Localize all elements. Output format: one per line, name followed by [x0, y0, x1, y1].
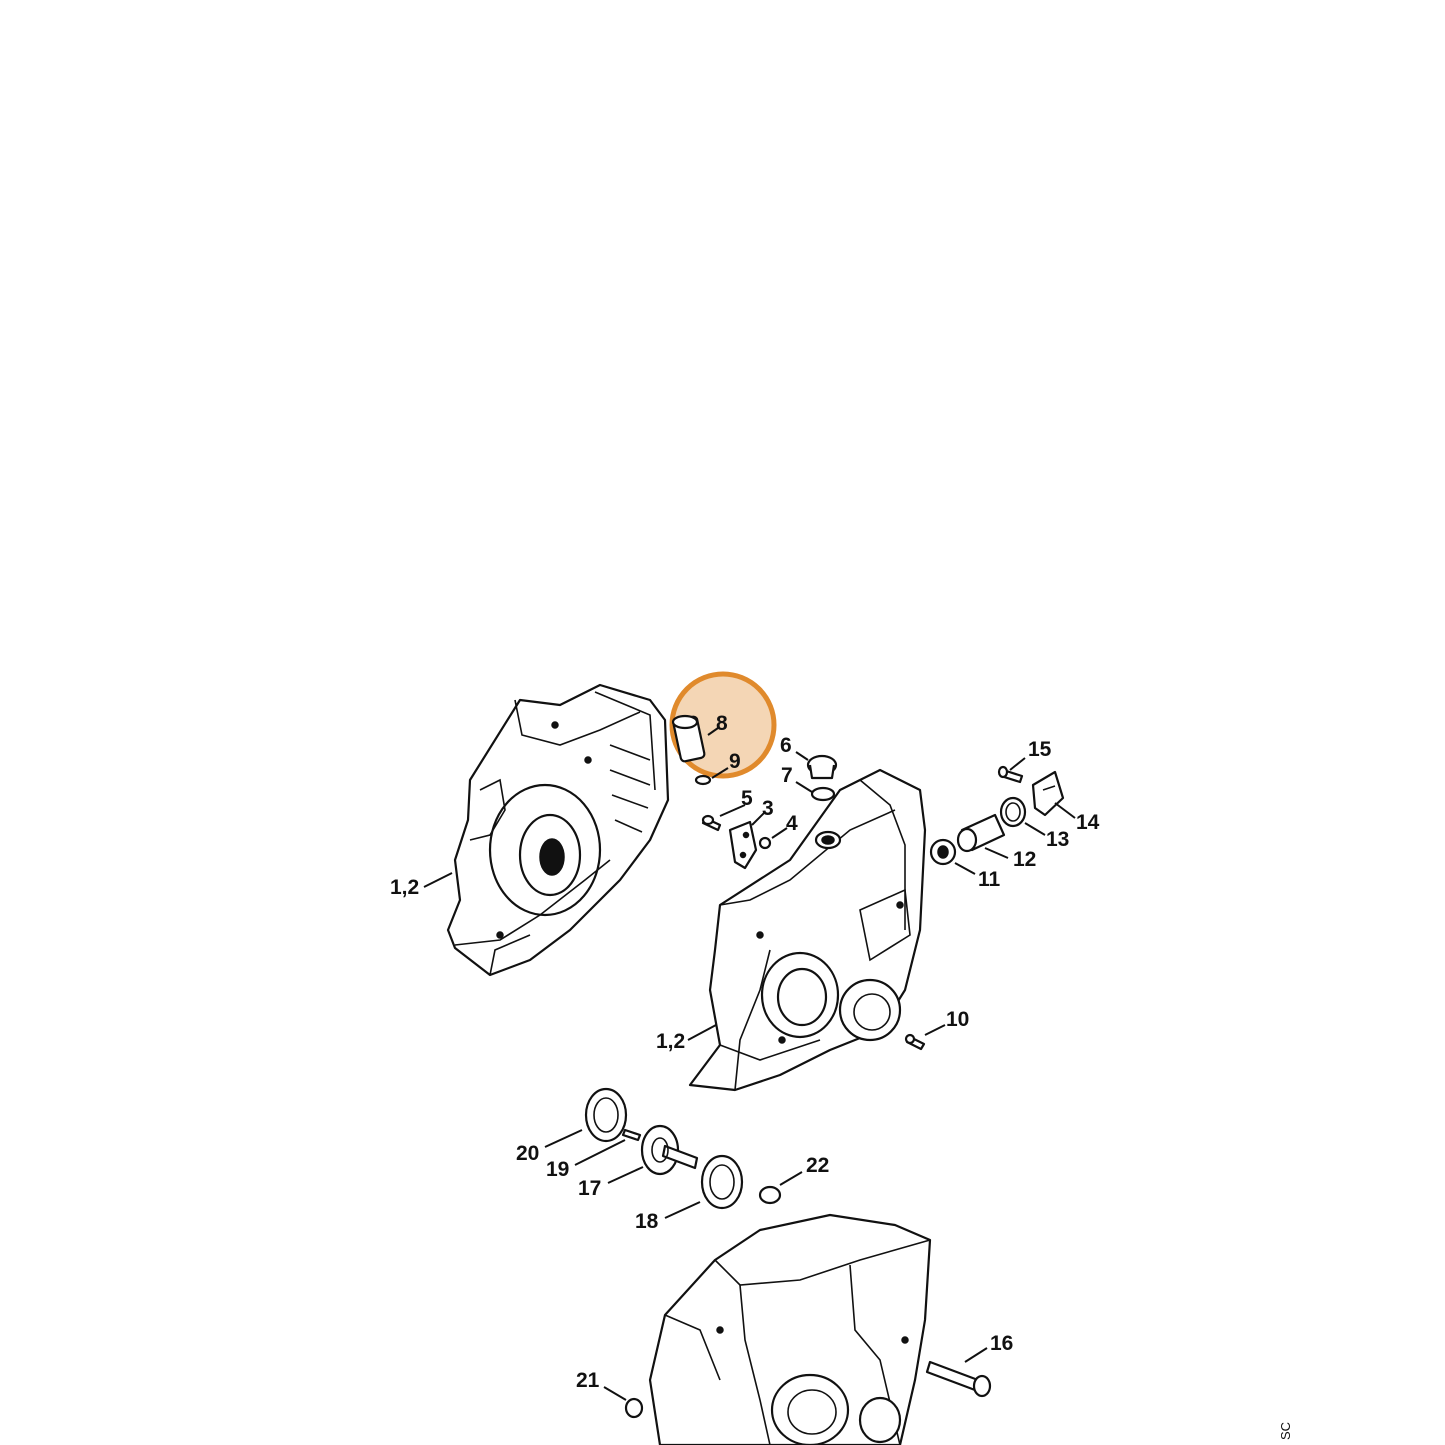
part-13-circlip[interactable] — [999, 796, 1027, 828]
part-16-bolt[interactable] — [925, 1360, 992, 1398]
part-9-ring[interactable] — [694, 774, 712, 786]
part-10-screw[interactable] — [904, 1033, 926, 1051]
part-15-screw[interactable] — [997, 765, 1024, 784]
part-19-pin[interactable] — [621, 1128, 642, 1142]
callout-12[interactable]: 12 — [1013, 848, 1036, 871]
part-8-sleeve[interactable] — [671, 714, 706, 763]
callout-labels: 1,2 8 9 6 7 5 3 4 15 14 13 12 11 10 1,2 … — [390, 712, 1100, 1392]
part-12-pin[interactable] — [956, 813, 1006, 853]
part-20-seal[interactable] — [584, 1087, 628, 1143]
callout-3[interactable]: 3 — [762, 797, 774, 820]
callout-16[interactable]: 16 — [990, 1332, 1013, 1355]
callout-5[interactable]: 5 — [741, 787, 753, 810]
callout-15[interactable]: 15 — [1028, 738, 1052, 761]
callout-18[interactable]: 18 — [635, 1210, 659, 1233]
leader-lines — [423, 727, 1076, 1401]
part-18-washer[interactable] — [700, 1154, 744, 1210]
part-5-screw[interactable] — [701, 814, 722, 832]
callout-7[interactable]: 7 — [781, 764, 793, 787]
callout-4[interactable]: 4 — [786, 812, 798, 835]
callout-17[interactable]: 17 — [578, 1177, 601, 1200]
part-6-cap[interactable] — [806, 754, 838, 780]
callout-10[interactable]: 10 — [946, 1008, 969, 1031]
crankcase-half-left[interactable] — [446, 683, 670, 977]
callout-6[interactable]: 6 — [780, 734, 792, 757]
part-11-bushing[interactable] — [929, 838, 957, 866]
callout-22[interactable]: 22 — [806, 1154, 829, 1177]
part-14-bracket[interactable] — [1031, 770, 1065, 817]
callout-1-2-left[interactable]: 1,2 — [390, 876, 419, 899]
part-17-pump[interactable] — [640, 1124, 699, 1176]
part-4-plug[interactable] — [758, 836, 772, 850]
crankcase-assembly-bottom[interactable] — [648, 1213, 932, 1445]
part-3-plate[interactable] — [728, 820, 758, 870]
part-22-plug[interactable] — [758, 1185, 782, 1205]
part-21-plug[interactable] — [624, 1397, 644, 1419]
callout-11[interactable]: 11 — [978, 868, 1001, 891]
callout-8[interactable]: 8 — [716, 712, 728, 735]
callout-21[interactable]: 21 — [576, 1369, 600, 1392]
callout-20[interactable]: 20 — [516, 1142, 539, 1165]
callout-9[interactable]: 9 — [729, 750, 741, 773]
side-code-label: SC — [1278, 1422, 1293, 1440]
callout-13[interactable]: 13 — [1046, 828, 1069, 851]
part-7-oring[interactable] — [810, 786, 836, 802]
callout-1-2-middle[interactable]: 1,2 — [656, 1030, 685, 1053]
callout-14[interactable]: 14 — [1076, 811, 1100, 834]
crankcase-half-middle[interactable] — [688, 768, 927, 1092]
callout-19[interactable]: 19 — [546, 1158, 569, 1181]
